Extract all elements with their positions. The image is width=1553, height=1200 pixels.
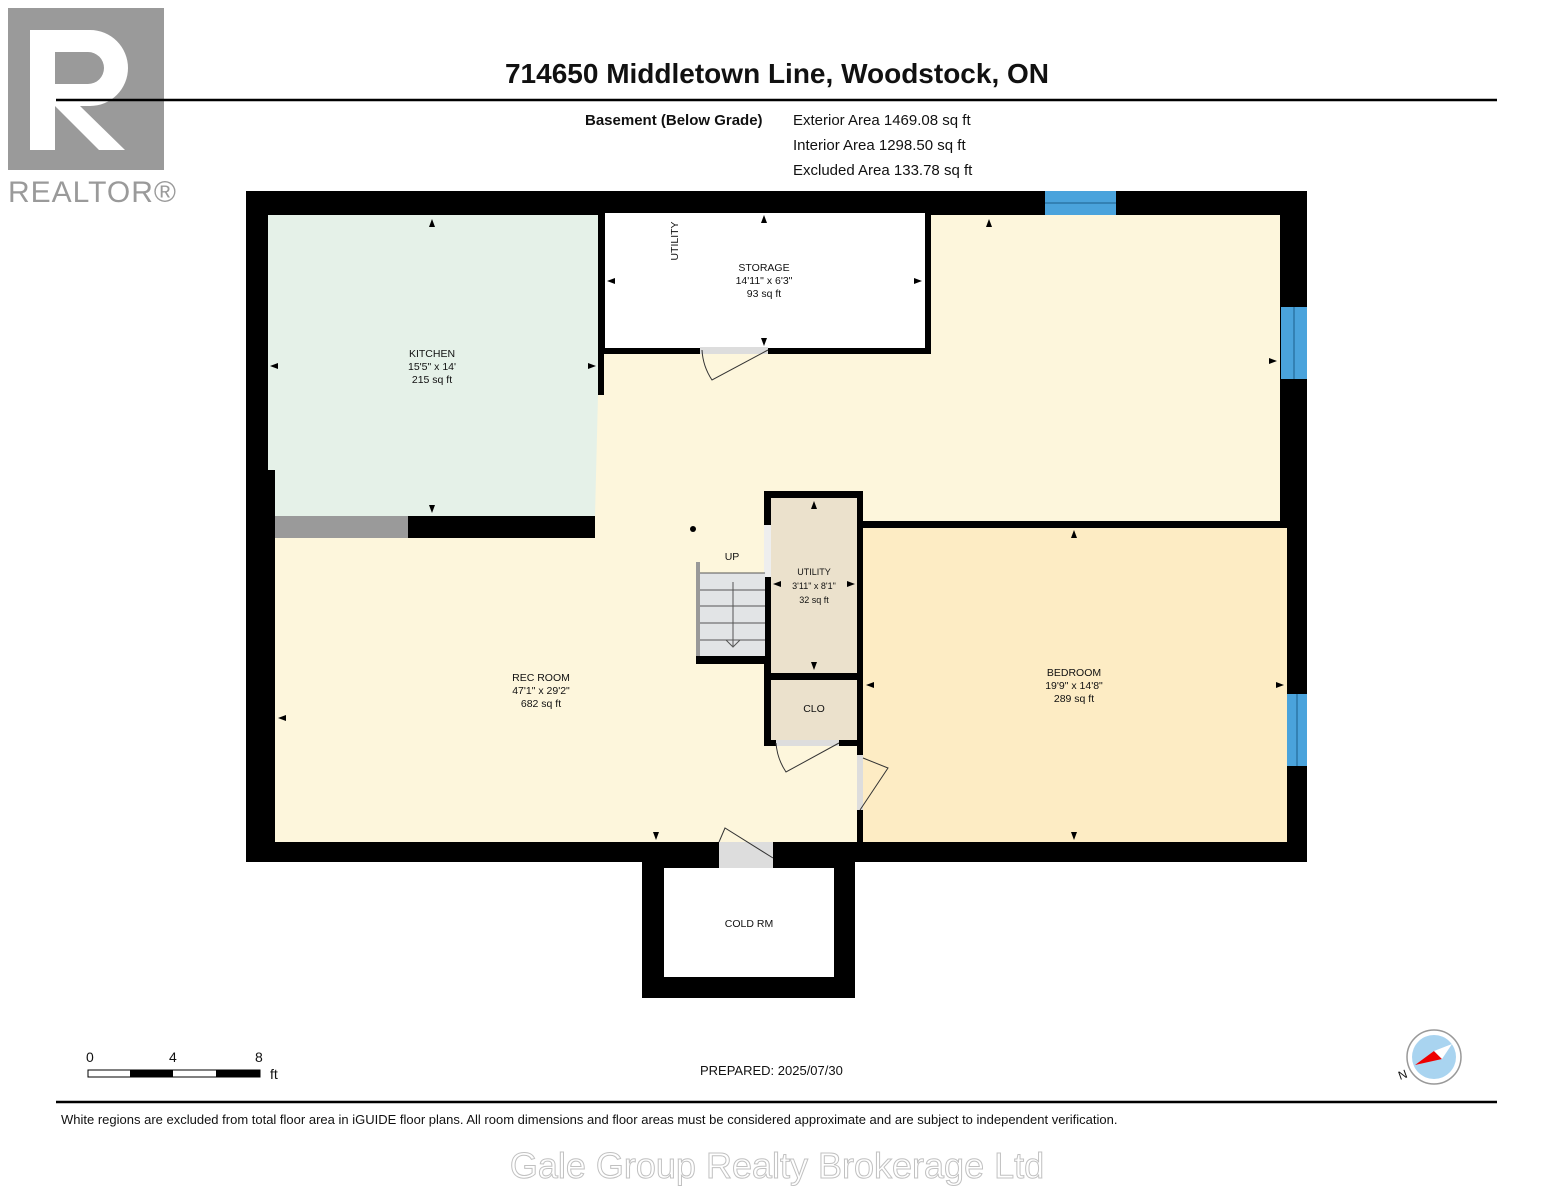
utility-label: UTILITY 3'11" x 8'1" 32 sq ft: [792, 567, 836, 605]
utility-floor: [771, 498, 857, 673]
disclaimer: White regions are excluded from total fl…: [61, 1112, 1117, 1127]
svg-text:KITCHEN: KITCHEN: [409, 348, 455, 360]
interior-area: Interior Area 1298.50 sq ft: [793, 137, 966, 154]
watermark: Gale Group Realty Brokerage Ltd: [510, 1145, 1044, 1186]
prepared-date: PREPARED: 2025/07/30: [700, 1063, 843, 1078]
level-label: Basement (Below Grade): [585, 112, 763, 129]
utility-vertical-label: UTILITY: [669, 221, 681, 260]
svg-text:14'11" x 6'3": 14'11" x 6'3": [736, 275, 793, 287]
svg-text:0: 0: [86, 1049, 94, 1065]
stairs: UP: [696, 551, 766, 664]
svg-text:289 sq ft: 289 sq ft: [1054, 693, 1094, 705]
svg-text:N: N: [1396, 1067, 1409, 1083]
svg-text:15'5" x 14': 15'5" x 14': [408, 361, 456, 373]
bedroom-floor: [863, 528, 1287, 842]
svg-text:47'1" x 29'2": 47'1" x 29'2": [512, 685, 570, 697]
scale-bar: 0 4 8 ft: [86, 1049, 278, 1082]
svg-text:4: 4: [169, 1049, 177, 1065]
cold-room-label: COLD RM: [725, 918, 773, 930]
page-title: 714650 Middletown Line, Woodstock, ON: [505, 58, 1049, 89]
realtor-logo: REALTOR®: [8, 8, 177, 209]
kitchen-label: KITCHEN 15'5" x 14' 215 sq ft: [408, 348, 456, 386]
svg-text:UTILITY: UTILITY: [797, 567, 831, 577]
svg-text:STORAGE: STORAGE: [738, 262, 789, 274]
svg-text:3'11" x 8'1": 3'11" x 8'1": [792, 581, 836, 591]
closet-label: CLO: [803, 703, 825, 715]
svg-text:215 sq ft: 215 sq ft: [412, 374, 452, 386]
dimension-arrows: [270, 215, 1284, 840]
closet-floor: [771, 680, 857, 740]
exterior-area: Exterior Area 1469.08 sq ft: [793, 112, 971, 129]
compass-icon: N: [1396, 1029, 1462, 1085]
svg-text:93 sq ft: 93 sq ft: [747, 288, 782, 300]
svg-text:ft: ft: [270, 1066, 278, 1082]
svg-text:BEDROOM: BEDROOM: [1047, 667, 1101, 679]
svg-text:UP: UP: [725, 551, 740, 563]
svg-text:19'9" x 14'8": 19'9" x 14'8": [1045, 680, 1103, 692]
svg-text:8: 8: [255, 1049, 263, 1065]
bedroom-label: BEDROOM 19'9" x 14'8" 289 sq ft: [1045, 667, 1103, 705]
rec-room-label: REC ROOM 47'1" x 29'2" 682 sq ft: [512, 672, 570, 710]
svg-text:REC ROOM: REC ROOM: [512, 672, 570, 684]
cold-room-floor: [664, 868, 834, 977]
storage-floor: [605, 213, 925, 348]
svg-text:32 sq ft: 32 sq ft: [799, 595, 829, 605]
kitchen-floor: [268, 215, 598, 516]
svg-text:REALTOR®: REALTOR®: [8, 176, 177, 209]
svg-text:682 sq ft: 682 sq ft: [521, 698, 561, 710]
excluded-area: Excluded Area 133.78 sq ft: [793, 162, 973, 179]
storage-label: STORAGE 14'11" x 6'3" 93 sq ft: [736, 262, 793, 300]
